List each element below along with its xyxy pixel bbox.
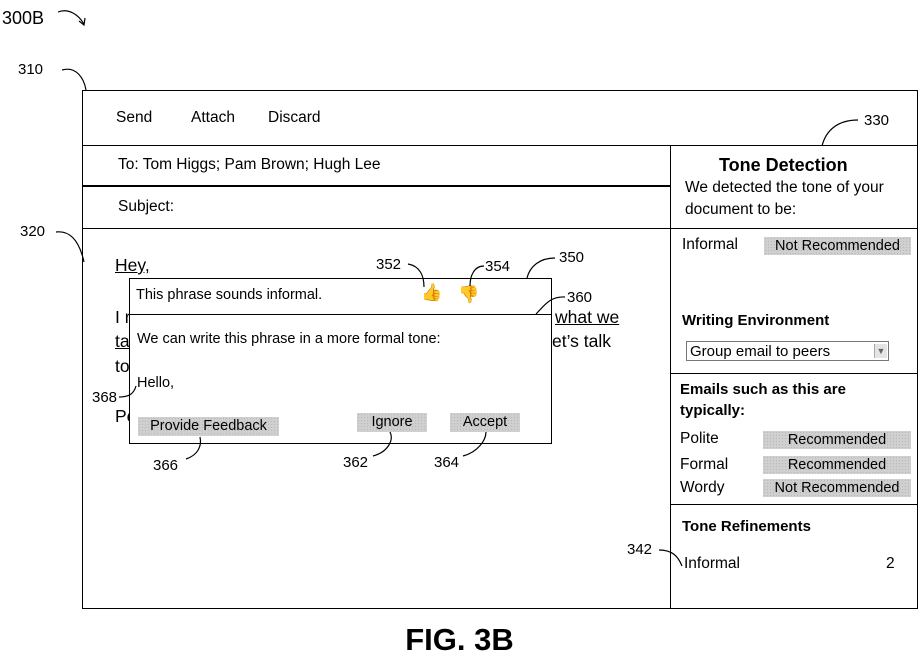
typical-label-formal: Formal xyxy=(680,456,729,473)
typical-heading-line2: typically: xyxy=(680,402,746,419)
detected-tone-label: Informal xyxy=(682,236,738,253)
greeting-text: Hey, xyxy=(115,255,150,275)
ignore-button[interactable]: Ignore xyxy=(357,413,427,432)
typical-heading-line1: Emails such as this are xyxy=(680,381,846,398)
subject-field[interactable]: Subject: xyxy=(118,198,175,215)
popup-header-text: This phrase sounds informal. xyxy=(136,287,323,303)
typical-status-wordy: Not Recommended xyxy=(763,479,911,497)
typical-label-polite: Polite xyxy=(680,430,719,447)
sidebar-intro-line1: We detected the tone of your xyxy=(685,179,884,196)
leader-300b-arrowhead xyxy=(78,17,86,27)
ref-368: 368 xyxy=(92,389,118,406)
to-divider xyxy=(82,185,670,187)
figure-label: 300B xyxy=(2,8,45,28)
tone-refinements-heading: Tone Refinements xyxy=(682,518,811,535)
sidebar-divider xyxy=(670,145,671,609)
leader-310 xyxy=(61,68,87,91)
ref-360: 360 xyxy=(567,289,593,306)
refinement-label-informal[interactable]: Informal xyxy=(684,555,740,572)
popup-message: We can write this phrase in a more forma… xyxy=(137,331,441,347)
body-line2-start: ta xyxy=(115,331,130,351)
email-window xyxy=(82,90,918,609)
discard-button[interactable]: Discard xyxy=(268,109,321,126)
typical-label-wordy: Wordy xyxy=(680,479,725,496)
sidebar-title: Tone Detection xyxy=(719,155,848,175)
writing-environment-value: Group email to peers xyxy=(690,343,831,360)
typical-status-formal: Recommended xyxy=(763,456,911,474)
sidebar-intro-line2: document to be: xyxy=(685,201,797,218)
to-field[interactable]: To: Tom Higgs; Pam Brown; Hugh Lee xyxy=(118,156,381,173)
refinement-count-informal: 2 xyxy=(886,555,895,572)
ref-310: 310 xyxy=(18,61,44,78)
ref-320: 320 xyxy=(20,223,46,240)
ref-354: 354 xyxy=(485,258,511,275)
ref-330: 330 xyxy=(864,112,890,129)
figure-caption: FIG. 3B xyxy=(405,622,514,657)
popup-header-divider xyxy=(129,314,552,315)
typical-status-polite: Recommended xyxy=(763,431,911,449)
sidebar-section-divider-3 xyxy=(670,504,918,505)
detected-tone-status: Not Recommended xyxy=(764,237,911,255)
body-line2-end: et’s talk xyxy=(552,331,612,351)
ref-362: 362 xyxy=(343,454,369,471)
attach-button[interactable]: Attach xyxy=(191,109,235,126)
sidebar-section-divider-1 xyxy=(670,228,918,229)
ref-366: 366 xyxy=(153,457,179,474)
ref-350: 350 xyxy=(559,249,585,266)
thumbs-up-icon[interactable]: 👍 xyxy=(421,283,443,302)
toolbar-divider xyxy=(82,145,918,146)
writing-environment-heading: Writing Environment xyxy=(682,312,830,329)
ref-364: 364 xyxy=(434,454,460,471)
accept-button[interactable]: Accept xyxy=(450,413,520,432)
popup-suggestion: Hello, xyxy=(137,375,175,391)
send-button[interactable]: Send xyxy=(116,109,153,126)
writing-environment-select[interactable]: Group email to peers ▼ xyxy=(686,341,889,361)
body-line1-end: what we xyxy=(555,307,620,327)
chevron-down-icon: ▼ xyxy=(874,344,887,358)
provide-feedback-button[interactable]: Provide Feedback xyxy=(138,417,279,436)
leader-300b xyxy=(57,10,85,25)
body-line3-start: to xyxy=(115,356,130,376)
thumbs-down-icon[interactable]: 👎 xyxy=(458,285,480,304)
subject-divider xyxy=(82,228,670,229)
ref-342: 342 xyxy=(627,541,653,558)
leader-320 xyxy=(55,231,85,263)
ref-352: 352 xyxy=(376,256,402,273)
body-line1-start: I r xyxy=(115,307,131,327)
sidebar-section-divider-2 xyxy=(670,373,918,374)
